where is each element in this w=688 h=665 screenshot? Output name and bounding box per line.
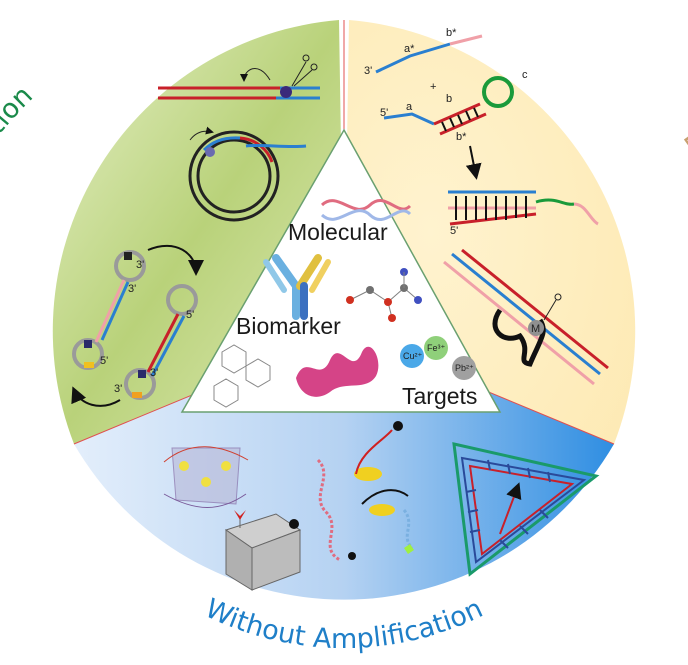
sugar-structure-icon xyxy=(213,344,271,408)
dnazyme-cleavage-graphic: M xyxy=(443,248,609,386)
label-three-prime-3: 3' xyxy=(150,367,158,379)
molecule-structure-icon xyxy=(346,268,422,322)
label-molecular: Molecular xyxy=(288,219,388,245)
hairpin-hybridization-graphic: 3' a* b* + b a 5' c b* xyxy=(364,27,528,180)
label-biomarker: Biomarker xyxy=(236,313,341,339)
metal-ions-icon: Cu²⁺ Fe³⁺ Pb²⁺ xyxy=(400,336,476,380)
title-without-amplification: Without Amplification xyxy=(200,593,487,655)
label-five-prime-2: 5' xyxy=(100,355,108,367)
label-metal-m: M xyxy=(531,323,540,335)
antibody-icon xyxy=(263,254,331,320)
label-b: b xyxy=(446,93,452,105)
title-without-amplification-text: Without Amplification xyxy=(200,593,487,655)
protein-icon xyxy=(296,346,379,397)
exponential-cycle-graphic: 3' 3' 5' 5' 3' 3' xyxy=(71,244,204,407)
label-plus: + xyxy=(430,81,436,93)
label-five-prime-1: 5' xyxy=(186,309,194,321)
label-c: c xyxy=(522,69,528,81)
label-five-prime-3: 5' xyxy=(380,107,388,119)
label-a-star: a* xyxy=(404,43,415,55)
dna-helix-icon xyxy=(320,198,412,222)
label-b-star-2: b* xyxy=(456,131,467,143)
dna-origami-graphic xyxy=(224,510,302,591)
label-three-prime-5: 3' xyxy=(364,65,372,77)
label-three-prime-4: 3' xyxy=(114,383,122,395)
center-triangle: Molecular Biomarker Cu²⁺ xyxy=(180,128,502,413)
nanocage-graphic xyxy=(163,446,249,508)
title-enzyme-free-text: Enzyme-Free Amlification xyxy=(677,123,688,471)
ion-pb: Pb²⁺ xyxy=(455,363,474,373)
label-three-prime-2: 3' xyxy=(128,283,136,295)
title-enzyme-free: Enzyme-Free Amlification xyxy=(677,123,688,471)
triangle-nanostructure-graphic xyxy=(452,442,600,577)
label-b-star-1: b* xyxy=(446,27,457,39)
hybridized-duplex-graphic: 5' xyxy=(448,190,599,237)
label-five-prime-4: 5' xyxy=(450,225,458,237)
label-targets: Targets xyxy=(402,383,477,409)
title-enzyme-dependent-text: Enzyme Dependent Amplification xyxy=(0,80,39,522)
ion-cu: Cu²⁺ xyxy=(403,351,423,361)
title-enzyme-dependent: Enzyme Dependent Amplification xyxy=(0,80,39,522)
label-three-prime-1: 3' xyxy=(136,259,144,271)
polymerase-duplex-graphic xyxy=(158,54,320,100)
rolling-circle-graphic xyxy=(188,126,307,222)
aptamer-probe-graphic xyxy=(316,421,414,562)
ion-fe: Fe³⁺ xyxy=(427,343,446,353)
label-a: a xyxy=(406,101,413,113)
